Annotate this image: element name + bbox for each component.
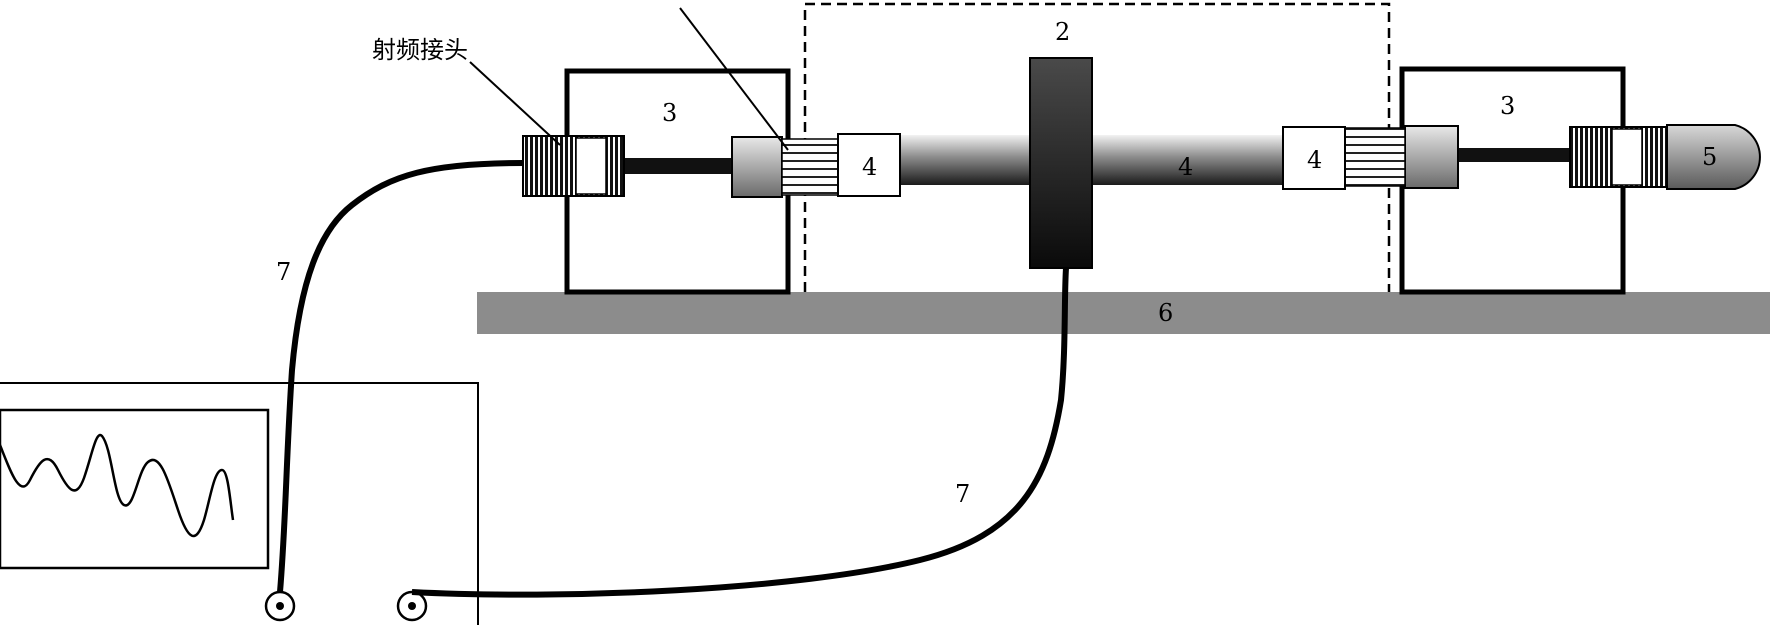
oscilloscope-body [0, 382, 479, 625]
oscilloscope-port-left-center [276, 602, 284, 610]
rf-connector-leader [469, 61, 561, 146]
right-coupler-box [1282, 126, 1346, 190]
right-striped-coupling [1344, 127, 1406, 187]
left-rf-connector-band [575, 137, 607, 195]
left-coupler-box [837, 133, 901, 197]
label-part-5: 5 [1702, 143, 1717, 171]
right-rf-connector-band [1611, 128, 1643, 186]
terminator [1666, 124, 1761, 190]
cable-left [277, 160, 524, 593]
cable-right [411, 267, 1069, 598]
top-callout-leader [679, 7, 789, 151]
left-inner-rod [622, 158, 732, 174]
base-plate [477, 292, 1770, 334]
oscilloscope-port-right-center [408, 602, 416, 610]
label-part-3-left: 3 [662, 99, 677, 127]
label-part-2: 2 [1055, 18, 1070, 46]
left-striped-coupling [781, 138, 839, 196]
left-sleeve [731, 136, 783, 198]
right-inner-rod [1458, 148, 1570, 162]
clamp-sensor [1029, 57, 1093, 269]
label-part-7-left: 7 [276, 258, 291, 286]
label-part-4-left: 4 [862, 153, 877, 181]
label-part-3-right: 3 [1500, 92, 1515, 120]
label-part-7-right: 7 [955, 480, 970, 508]
rf-connector-label: 射频接头 [372, 36, 468, 64]
label-part-4-center: 4 [1178, 153, 1193, 181]
label-part-6: 6 [1158, 299, 1173, 327]
oscilloscope-waveform [0, 433, 235, 538]
oscilloscope-screen [0, 408, 270, 570]
left-rf-connector [522, 135, 625, 197]
right-sleeve [1404, 125, 1459, 189]
label-part-4-right: 4 [1307, 146, 1322, 174]
